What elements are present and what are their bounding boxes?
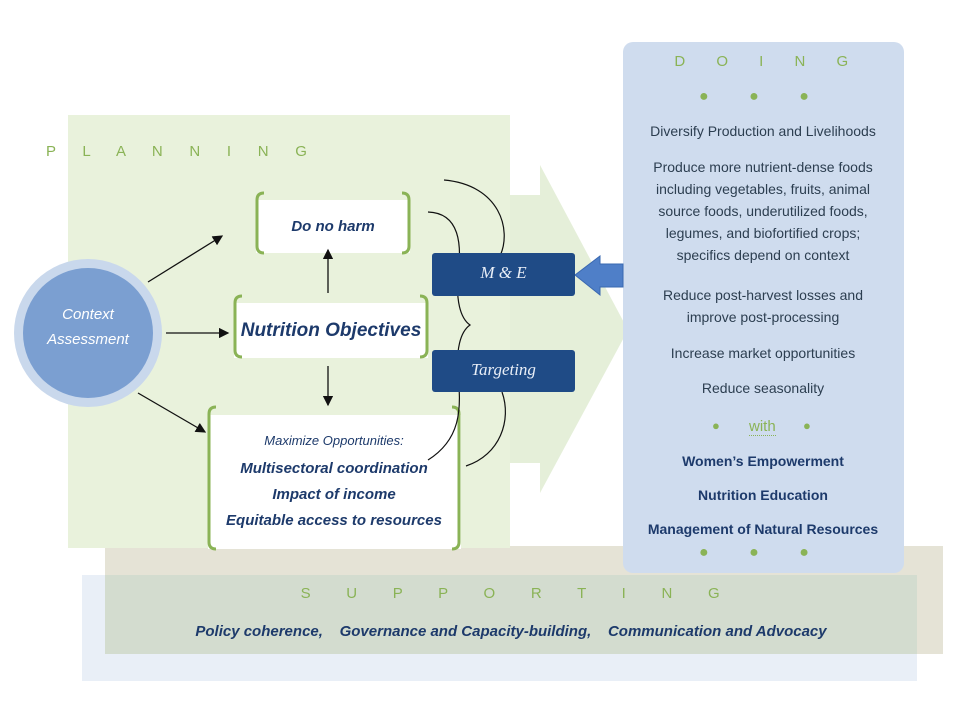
do-no-harm-box — [255, 191, 411, 255]
doing-item-post-harvest: Reduce post-harvest losses and improve p… — [663, 287, 863, 325]
maximize-heading: Maximize Opportunities: — [264, 433, 404, 448]
curve-do-no-harm — [427, 211, 472, 461]
arrow-to-do-no-harm — [147, 235, 224, 283]
maximize-item: Impact of income — [272, 486, 396, 503]
nutrition-objectives-box — [233, 294, 429, 359]
curve-bottom — [465, 391, 506, 467]
doing-item-seasonality: Reduce seasonality — [701, 380, 825, 396]
maximize-item: Multisectoral coordination — [240, 460, 428, 477]
do-no-harm-text: Do no harm — [291, 218, 375, 235]
arrow-to-maximize — [137, 392, 207, 433]
planning-title: P L A N N I N G — [46, 143, 319, 160]
me-box: M & E — [432, 253, 575, 296]
doing-item-market: Increase market opportunities — [670, 345, 856, 361]
doing-title: D O I N G — [674, 53, 862, 70]
doing-dots-top: ● ● ● — [699, 88, 827, 105]
maximize-item: Equitable access to resources — [226, 512, 442, 529]
doing-item-nutrient-dense: Produce more nutrient-dense foods includ… — [653, 159, 873, 263]
nutrition-objectives-text: Nutrition Objectives — [240, 320, 422, 341]
targeting-box: Targeting — [432, 350, 575, 392]
feedback-arrow — [574, 254, 624, 297]
doing-dots-bottom: ● ● ● — [699, 544, 827, 561]
maximize-box — [207, 405, 461, 551]
supporting-items: Policy coherence, Governance and Capacit… — [195, 623, 827, 640]
doing-emphasis-womens-empowerment: Women’s Empowerment — [682, 453, 844, 469]
context-circle — [23, 268, 153, 398]
context-assessment-label: Context Assessment — [23, 302, 153, 352]
context-line-2: Assessment — [47, 331, 129, 348]
with-label: with — [749, 418, 776, 436]
doing-emphasis-nutrition-education: Nutrition Education — [698, 487, 828, 503]
with-dot-right: ● — [803, 418, 811, 433]
supporting-title: S U P P O R T I N G — [300, 585, 736, 602]
curve-top — [443, 179, 505, 257]
big-right-arrow — [510, 165, 628, 493]
with-dot-left: ● — [712, 418, 720, 433]
context-line-1: Context — [62, 306, 114, 323]
doing-emphasis-natural-resources: Management of Natural Resources — [647, 521, 879, 537]
supporting-band-mix — [105, 575, 917, 654]
doing-panel — [623, 42, 904, 573]
doing-item-diversify: Diversify Production and Livelihoods — [650, 123, 876, 139]
maximize-list: Multisectoral coordination Impact of inc… — [210, 456, 458, 534]
